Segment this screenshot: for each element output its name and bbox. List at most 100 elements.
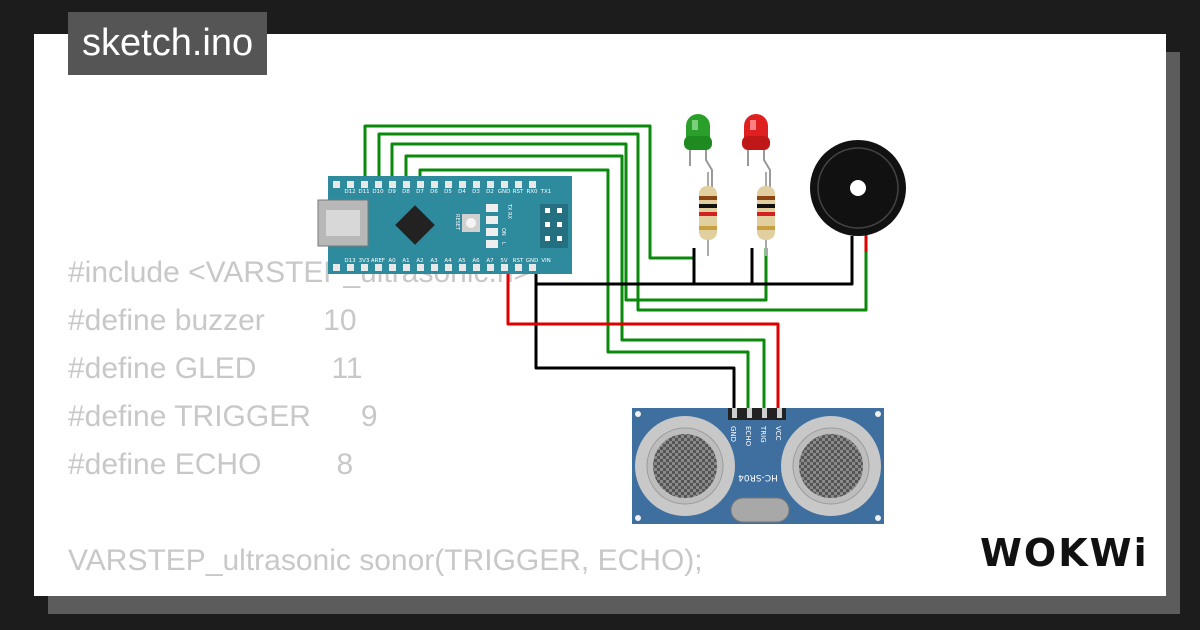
pin-label: GND [498,189,511,195]
board-pin[interactable] [431,181,438,188]
wires [363,124,868,408]
sensor-model-label: HC-SR04 [738,472,778,482]
resistor-2[interactable] [757,172,775,256]
pin-label: D9 [388,189,396,195]
buzzer-ring [817,147,899,229]
resistor-2-band [757,204,775,208]
wire-d11 [377,132,868,312]
red-led-legs [747,148,771,190]
board-pin[interactable] [347,264,354,271]
board-pin[interactable] [361,181,368,188]
code-line: #define ECHO 8 [68,448,354,481]
code-line: #define buzzer 10 [68,304,357,337]
wokwi-logo: WOKWi [978,528,1148,581]
resistor-1-band [699,226,717,230]
sensor-pin[interactable] [747,408,752,418]
reset-label: RESET [454,214,460,231]
resistor-1-band [699,212,717,216]
board-pin[interactable] [389,264,396,271]
board-pin[interactable] [473,181,480,188]
board-pin[interactable] [445,264,452,271]
icsp-header [540,204,568,248]
board-led-rx [486,216,498,224]
wire-d8-echo [418,168,750,408]
resistor-1-band [699,204,717,208]
pin-label: D5 [444,189,452,195]
pin-label: D10 [372,189,384,195]
red-led-shine [750,120,756,130]
resistor-2-band [757,212,775,216]
resistor-1[interactable] [699,172,717,256]
board-pin[interactable] [431,264,438,271]
pin-label: VIN [541,258,551,264]
pin-label: RST [513,189,524,195]
pin-label: A6 [472,258,480,264]
pin-label: D8 [402,189,410,195]
board-pin[interactable] [361,264,368,271]
board-pin[interactable] [529,264,536,271]
green-led[interactable] [684,114,713,190]
crystal-oscillator [730,497,790,523]
resistor-2-band [757,226,775,230]
sensor-pin[interactable] [732,408,737,418]
board-pin[interactable] [501,181,508,188]
wire-d9-trig [404,154,766,408]
resistor-2-band [757,196,775,200]
on-label: ON [500,228,506,236]
sensor-pin-label: ECHO [744,426,752,447]
txrx-label: TX RX [506,203,512,220]
pin-label: A2 [416,258,423,264]
board-pin[interactable] [333,181,340,188]
board-pin[interactable] [501,264,508,271]
board-pin[interactable] [403,181,410,188]
board-pin[interactable] [403,264,410,271]
board-pin[interactable] [487,181,494,188]
pin-label: 3V3 [359,258,370,264]
board-pin[interactable] [487,264,494,271]
sensor-pin[interactable] [777,408,782,418]
pin-label: A5 [458,258,466,264]
code-line: #define GLED 11 [68,352,363,385]
pin-label: D2 [486,189,494,195]
board-led-on [486,228,498,236]
board-pin[interactable] [529,181,536,188]
board-pin[interactable] [417,264,424,271]
board-pin[interactable] [389,181,396,188]
board-pin[interactable] [333,264,340,271]
board-pin[interactable] [445,181,452,188]
pin-label: A7 [486,258,494,264]
board-pin[interactable] [347,181,354,188]
sketch-title: sketch.ino [68,12,268,75]
sensor-mount-holes [635,411,881,521]
sensor-pin-label: TRIG [759,425,767,443]
board-led-l [486,240,498,248]
l-label: L [500,242,506,245]
board-pin[interactable] [459,264,466,271]
board-pin[interactable] [459,181,466,188]
green-led-shine [692,120,698,130]
code-line: #define TRIGGER 9 [68,400,378,433]
board-pin[interactable] [417,181,424,188]
board-pin[interactable] [375,181,382,188]
board-pin[interactable] [473,264,480,271]
sensor-pin-label: GND [729,426,737,442]
pin-label: A1 [402,258,409,264]
pin-label: D12 [344,189,355,195]
pin-label: RST [513,258,524,264]
pin-label: D11 [358,189,369,195]
wire-gnd-sensor [534,284,736,408]
code-line: float distance; [68,585,703,596]
pin-label: RX0 [526,189,538,195]
board-pin[interactable] [515,181,522,188]
buzzer-hole [850,180,866,196]
board-pin[interactable] [515,264,522,271]
transducer-left-mesh [653,434,717,498]
sensor-pin[interactable] [762,408,767,418]
red-led[interactable] [742,114,771,190]
buzzer[interactable] [810,140,906,236]
board-pin[interactable] [375,264,382,271]
